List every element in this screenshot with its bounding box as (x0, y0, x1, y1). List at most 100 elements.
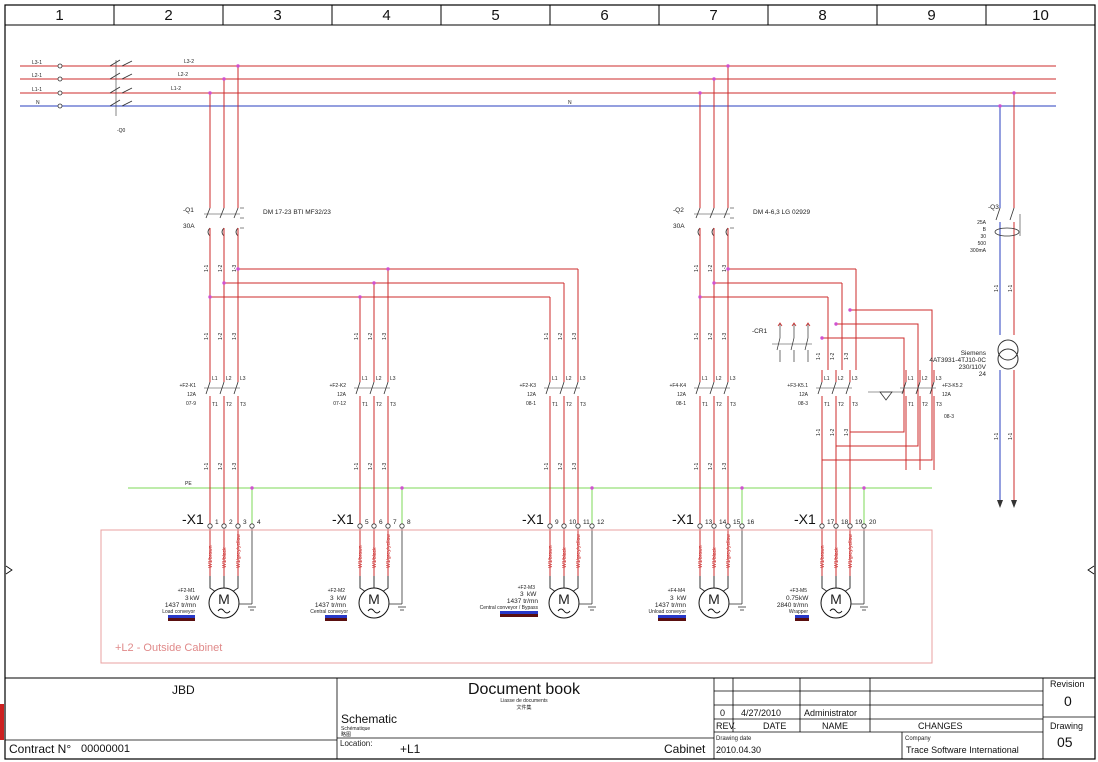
contactor-labels: +F2-K1 12A 07-9 +F2-K2 12A 07-12 +F2-K3 … (179, 383, 962, 420)
terminal-number: 13 (705, 519, 713, 526)
motor-m5-unit: kW (799, 595, 809, 602)
rcd-spec-residual: 300mA (970, 248, 987, 254)
wire-tag: 1-2 (558, 333, 564, 340)
main-switch-symbol (57, 59, 133, 116)
reverse-wire-3 (822, 337, 905, 433)
breaker-trip-coil (221, 227, 225, 237)
motor-m2-unit: kW (337, 595, 347, 602)
terminal-number: 15 (733, 519, 741, 526)
transformer-coil-icon (997, 348, 1019, 370)
wire-tag: 1-2 (708, 463, 714, 470)
terminal-number: 4 (257, 519, 261, 526)
junction-dot (740, 486, 744, 490)
wire-tag: 1-3 (844, 429, 850, 436)
contactor-pin-label: L2 (376, 376, 382, 382)
junction-dot (358, 295, 362, 299)
tb-location-value: +L1 (400, 742, 421, 756)
switch-blade (121, 60, 133, 67)
junction-dot (222, 77, 226, 81)
contactor-pin-label: L2 (922, 376, 928, 382)
wire-tag: 1-1 (354, 333, 360, 340)
motor-m4-unit: kW (677, 595, 687, 602)
motor-symbol-icon (820, 587, 852, 619)
bus-label-l2: L2-1 (32, 73, 42, 79)
motor-m1-ref: +F2-M1 (178, 588, 196, 594)
wire-tag: 1-1 (544, 333, 550, 340)
wiring (128, 64, 933, 593)
motor-m3-speed: 1437 tr/mn (507, 598, 538, 605)
breaker-contact (723, 207, 729, 219)
junction-dot (236, 64, 240, 68)
contactor-k51-code: 08-3 (798, 401, 808, 407)
wire-tag: 1-1 (1008, 433, 1014, 440)
rcd-spec-current: 25A (977, 220, 987, 226)
contactor-pin-label: L2 (716, 376, 722, 382)
contactor-pin-label: L1 (908, 376, 914, 382)
terminal-strip-ref-3: -X1 (522, 511, 544, 527)
wire-tag: 1-3 (572, 333, 578, 340)
tb-rev-no: 0 (720, 708, 725, 718)
cable-marker (325, 615, 347, 618)
supply-labels: L3-1 L2-1 L1-1 N L3-2 L2-2 L1-2 N -Q0 (32, 59, 572, 134)
tb-drawing-label: Drawing (1050, 721, 1083, 731)
tb-rev-date: 4/27/2010 (741, 708, 781, 718)
contactor-pin-label: L2 (226, 376, 232, 382)
motor-m1-desc: Load conveyor (162, 609, 195, 615)
wire-tag: 1-1 (204, 333, 210, 340)
breaker-q2-ref: -Q2 (673, 207, 684, 214)
cable-marker (168, 618, 195, 621)
motor-m5-speed: 2840 tr/mn (777, 602, 808, 609)
junction-dot (222, 281, 226, 285)
terminal-number: 20 (869, 519, 877, 526)
terminal-point (833, 523, 839, 529)
terminal-number: 18 (841, 519, 849, 526)
switch-blade (109, 86, 121, 94)
tb-sheet-sub1: Schématique (341, 726, 370, 732)
column-number-3: 3 (273, 7, 281, 24)
tb-doc-title: Document book (468, 681, 581, 698)
tb-contract-label: Contract N° (9, 742, 71, 756)
contactor-pin-label: L3 (580, 376, 586, 382)
terminal-number: 9 (555, 519, 559, 526)
motor-m5-desc: Wrapper (789, 609, 808, 615)
wire-tag: 1-2 (218, 333, 224, 340)
contactor-k52-ref: +F3-K5.2 (942, 383, 963, 389)
contactor-pin-label: T1 (702, 402, 708, 408)
motor-m4-desc: Unload conveyor (648, 609, 686, 615)
reverse-wire-2 (836, 323, 919, 447)
wire-tag: 1-1 (1008, 285, 1014, 292)
contactor-pin-label: T1 (552, 402, 558, 408)
breaker-q1-model: DM 17-23 BTI MF32/23 (263, 209, 331, 216)
wire-color-label: W1/grey/yellow (848, 534, 854, 568)
tb-revision: 0 (1064, 693, 1072, 709)
junction-dot (998, 104, 1002, 108)
wire-tag: 1-1 (204, 265, 210, 272)
cable-marker (168, 615, 195, 618)
terminal-number: 3 (243, 519, 247, 526)
terminal-point (207, 523, 213, 529)
pe-label: PE (185, 481, 192, 487)
motor-symbol-icon (208, 587, 240, 619)
terminal-strip-ref-2: -X1 (332, 511, 354, 527)
wire-tag: 1-3 (382, 463, 388, 470)
wire-tag: 1-3 (232, 265, 238, 272)
breaker-trip-coil (697, 227, 701, 237)
main-switch-label: -Q0 (117, 128, 126, 134)
terminal-strip-ref-4: -X1 (672, 511, 694, 527)
bus-label-n: N (36, 100, 40, 106)
cable-marker (325, 618, 347, 621)
terminal-number: 7 (393, 519, 397, 526)
contactor-pin-label: L1 (362, 376, 368, 382)
wire-tag: 1-1 (994, 433, 1000, 440)
motor-label-m5: +F3-M5 0.75 kW 2840 tr/mn Wrapper (777, 588, 809, 615)
wire-tag: 1-1 (994, 285, 1000, 292)
wire-tag: 1-1 (204, 463, 210, 470)
junction-dot (698, 295, 702, 299)
outside-cabinet-label: +L2 - Outside Cabinet (115, 642, 222, 654)
contactor-pin-label: T2 (838, 402, 844, 408)
contactor-pin-label: T2 (376, 402, 382, 408)
